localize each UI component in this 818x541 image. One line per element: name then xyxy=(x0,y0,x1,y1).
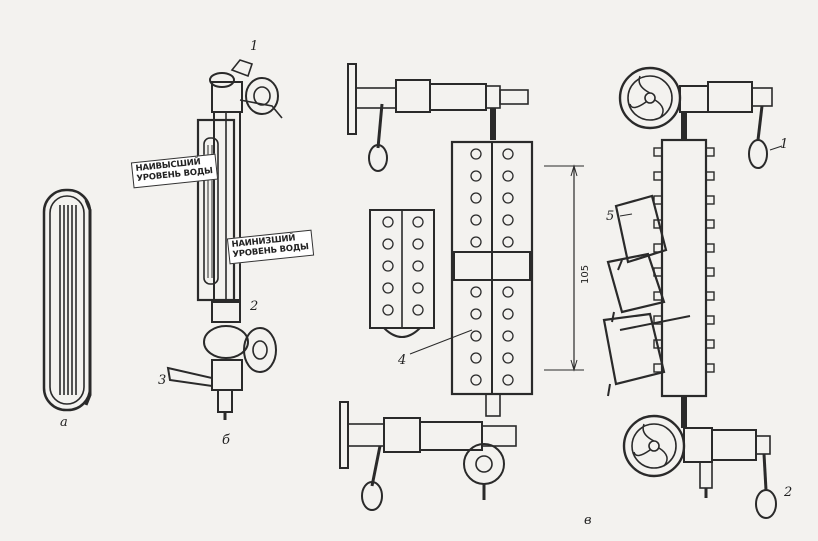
callout-1-top: 1 xyxy=(250,39,259,54)
callout-2-right: 2 xyxy=(784,485,793,500)
front-view-assembly xyxy=(339,63,584,511)
label-v: в xyxy=(584,513,592,528)
callout-5: 5 xyxy=(606,209,615,224)
dimension-105: 105 xyxy=(580,264,591,284)
callout-4: 4 xyxy=(398,353,407,368)
callout-2-top: 2 xyxy=(250,299,259,314)
glass-plate xyxy=(42,188,92,412)
callout-1-right: 1 xyxy=(780,137,789,152)
side-view-assembly xyxy=(602,66,783,519)
label-b: б xyxy=(222,433,230,448)
callout-3: 3 xyxy=(158,373,167,388)
label-a: а xyxy=(60,415,68,430)
